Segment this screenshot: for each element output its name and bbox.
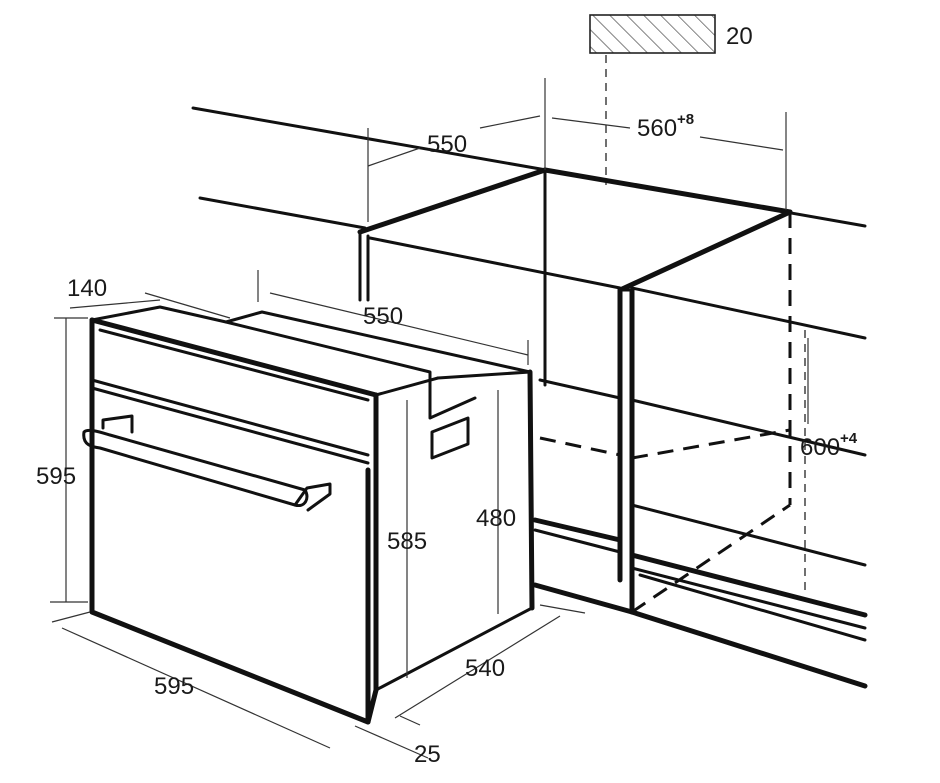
label-body-width: 540	[465, 655, 505, 682]
label-oven-width: 595	[154, 673, 194, 700]
label-niche-width-value: 560	[637, 115, 677, 142]
label-top-thickness: 20	[726, 23, 753, 50]
label-niche-width: 560+8	[637, 111, 694, 142]
label-niche-width-tolerance: +8	[677, 111, 694, 128]
cabinet-niche	[191, 106, 868, 689]
label-niche-height-tolerance: +4	[840, 430, 858, 447]
label-niche-depth: 550	[427, 131, 467, 158]
label-niche-height-value: 600	[800, 434, 840, 461]
oven-body	[82, 305, 535, 725]
label-oven-body-depth: 550	[363, 303, 403, 330]
label-niche-height: 600+4	[800, 430, 858, 461]
worktop-section-symbol	[589, 14, 716, 185]
label-panel-depth: 140	[67, 275, 107, 302]
label-oven-height: 595	[36, 463, 76, 490]
label-front-thickness: 25	[414, 741, 441, 768]
oven-dimension-lines	[50, 270, 586, 759]
niche-dimension-lines	[367, 78, 809, 424]
label-body-height: 585	[387, 528, 427, 555]
label-inner-height: 480	[476, 505, 516, 532]
